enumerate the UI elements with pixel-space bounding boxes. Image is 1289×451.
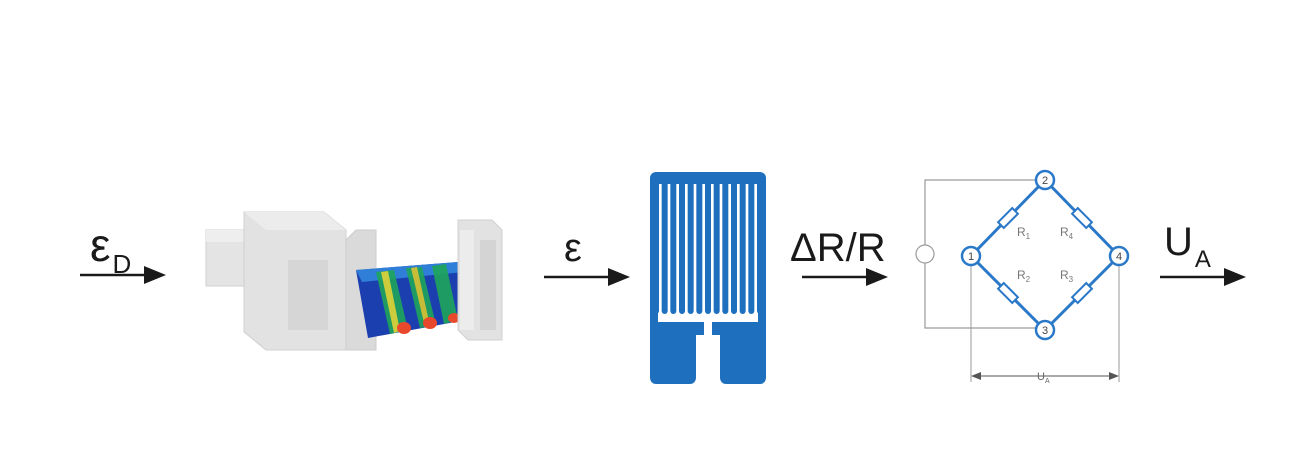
strain-gauge [650,172,766,384]
bridge-node-2: 2 [1034,169,1056,191]
gauge-grid-leg [731,176,737,314]
svg-text:R2: R2 [1017,268,1031,284]
resistor-r2: R2 [996,268,1031,305]
gauge-frame-right [758,176,766,324]
gauge-grid-leg [748,176,755,314]
gauge-grid-leg [670,176,677,314]
gauge-lead-left [650,310,704,335]
bridge-node-1: 1 [960,245,982,267]
resistance-change-symbol: ΔR/R [790,226,886,270]
gauge-frame-left [650,176,658,324]
supply-loop [924,179,1045,329]
gauge-grid-leg [679,176,685,314]
svg-text:1: 1 [968,251,974,263]
gauge-grid-leg [722,176,729,314]
ua-dimension-label: UA [1037,371,1050,385]
arrow-2 [544,268,630,286]
svg-text:4: 4 [1116,251,1122,263]
gauge-grid-leg [739,176,746,314]
output-voltage-symbol: U [1164,220,1193,264]
gauge-grid-leg [696,176,703,314]
gauge-lead-right [712,310,766,335]
gauge-grid-leg [713,176,720,314]
gauge-grid-leg [705,176,711,314]
gauge-grid-leg [687,176,694,314]
gauge-pad-left [650,330,696,384]
svg-text:R3: R3 [1060,268,1074,284]
input-strain-label: εD [90,219,131,277]
load-cell-body [205,211,503,351]
arrow-4 [1160,268,1246,286]
svg-text:R1: R1 [1017,225,1031,241]
strain-label: ε [564,228,582,268]
output-voltage-subscript: A [1194,246,1211,273]
bridge-node-4: 4 [1108,245,1130,267]
gauge-grid-leg [661,176,668,314]
svg-text:2: 2 [1042,175,1048,187]
svg-text:R4: R4 [1060,225,1074,241]
resistor-r4: R4 [1060,206,1094,241]
resistor-r1: R1 [996,206,1031,241]
arrow-1 [80,266,166,284]
bridge-node-3: 3 [1034,319,1056,341]
output-voltage-label: UA [1164,220,1211,272]
svg-text:3: 3 [1042,325,1048,337]
arrow-3 [802,268,888,286]
resistor-r3: R3 [1060,268,1094,305]
strain-symbol: ε [564,226,582,270]
supply-source-icon [915,244,935,264]
resistance-change-label: ΔR/R [790,228,886,268]
gauge-pad-right [720,330,766,384]
wheatstone-bridge: UA R1 R4 R2 R3 1 2 [915,169,1130,385]
input-strain-subscript: D [112,249,132,279]
input-strain-symbol: ε [90,219,111,271]
